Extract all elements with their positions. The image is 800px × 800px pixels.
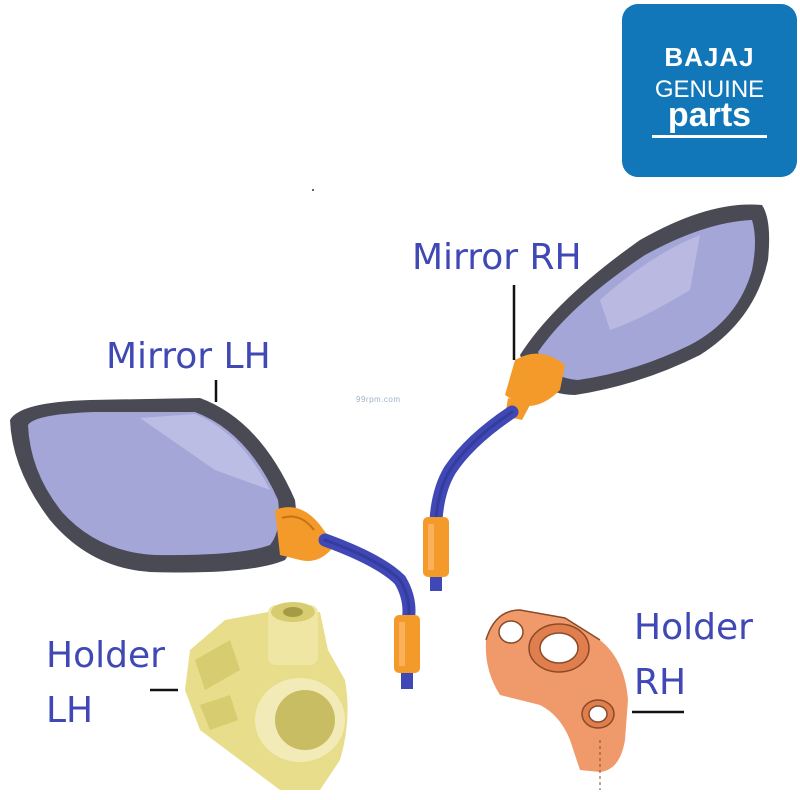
logo-underline (652, 135, 767, 138)
logo-genuine-text: GENUINE (654, 76, 765, 103)
label-mirror-rh: Mirror RH (412, 237, 582, 278)
logo-parts-text: parts (667, 96, 752, 134)
label-holder-rh-line1: Holder (634, 607, 753, 648)
watermark-text: 99rpm.com (356, 395, 401, 404)
holder-lh-part (185, 602, 348, 790)
label-holder-lh-line1: Holder (46, 635, 165, 676)
label-holder-rh-line2: RH (634, 662, 687, 703)
logo-brand-text: BAJAJ (664, 42, 755, 72)
label-mirror-lh: Mirror LH (106, 336, 271, 377)
label-holder-lh-line2: LH (46, 690, 94, 731)
leader-lines (150, 285, 684, 714)
mirror-lh-part (10, 398, 420, 689)
holder-rh-part (485, 609, 628, 790)
mirror-rh-part (423, 204, 770, 591)
bajaj-genuine-parts-logo: BAJAJ GENUINE parts (622, 4, 797, 177)
